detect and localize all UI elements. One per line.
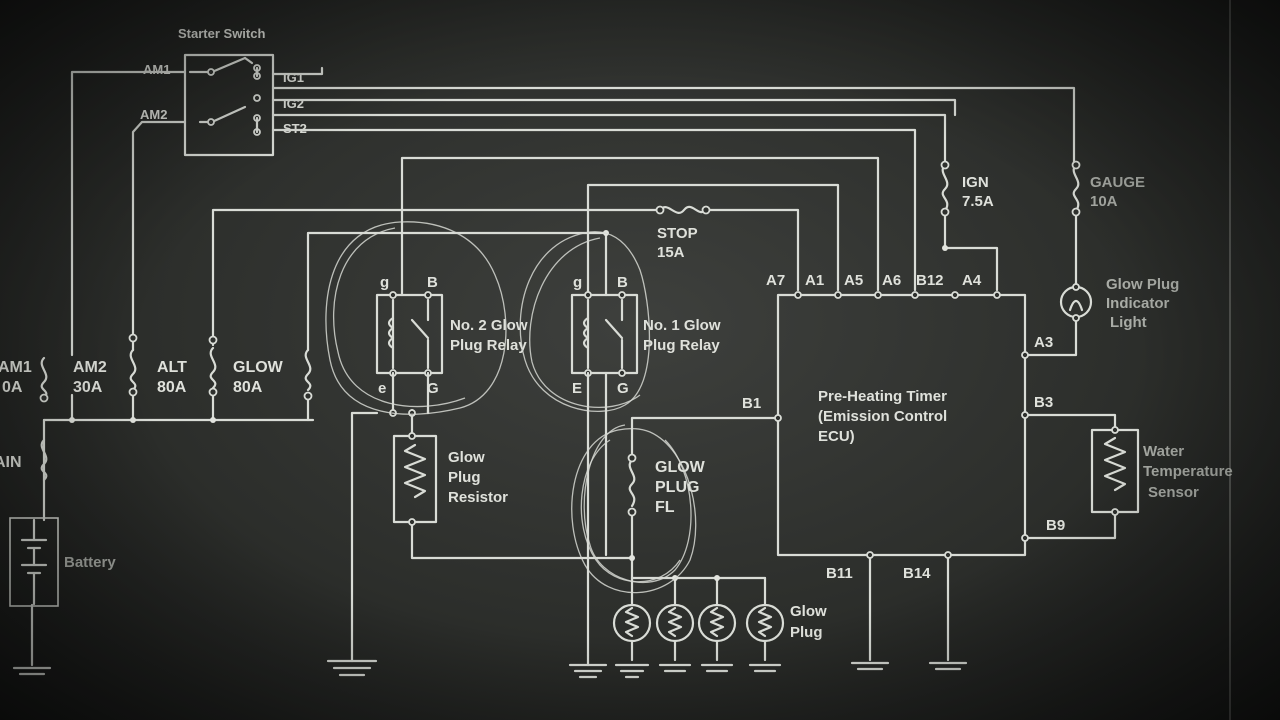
fuse-alt-label: ALT <box>157 359 187 376</box>
fuse-am2-rating: 30A <box>73 379 103 396</box>
fuse-stop-rating: 15A <box>657 244 685 261</box>
indicator-label-2: Indicator <box>1106 295 1170 312</box>
starter-switch <box>183 53 275 157</box>
ecu-pin-a4: A4 <box>962 272 982 289</box>
ecu-pin-a6: A6 <box>882 272 901 289</box>
fuse-am2-label: AM2 <box>73 359 107 376</box>
ground-symbols <box>12 653 968 679</box>
fuse-glow-fl-line3: FL <box>655 499 675 516</box>
ecu-label-2: (Emission Control <box>818 408 947 425</box>
fuse-glow-rating: 80A <box>233 379 263 396</box>
ecu-box <box>774 291 1029 559</box>
fuse-am1-label: AM1 <box>0 359 32 376</box>
battery-label: Battery <box>64 554 116 571</box>
wiring <box>30 66 1117 667</box>
battery-symbol <box>9 517 59 607</box>
ecu-pin-a7: A7 <box>766 272 785 289</box>
fuse-gauge-rating: 10A <box>1090 193 1118 210</box>
sensor-label-3: Sensor <box>1148 484 1199 501</box>
resistor-label-2: Plug <box>448 469 481 486</box>
ecu-pin-a1: A1 <box>805 272 824 289</box>
ecu-pin-a3: A3 <box>1034 334 1053 351</box>
fuse-am1-rating: 0A <box>2 379 23 396</box>
relay-1-pin-gg: G <box>617 380 629 397</box>
fuse-glow-fl-line2: PLUG <box>655 479 699 496</box>
ecu-pin-b9: B9 <box>1046 517 1065 534</box>
relay-2-label-2: Plug Relay <box>450 337 527 354</box>
fuse-ign-rating: 7.5A <box>962 193 994 210</box>
sensor-label-2: Temperature <box>1143 463 1233 480</box>
terminal-am1: AM1 <box>143 62 170 77</box>
fuse-symbols <box>40 163 1080 508</box>
relay-2-symbol <box>375 291 444 417</box>
indicator-label-1: Glow Plug <box>1106 276 1179 293</box>
ecu-label-3: ECU) <box>818 428 855 445</box>
relay-1-pin-e: E <box>572 380 582 397</box>
indicator-light-symbol <box>1059 283 1093 322</box>
ecu-label-1: Pre-Heating Timer <box>818 388 947 405</box>
fuse-alt-rating: 80A <box>157 379 187 396</box>
resistor-label-3: Resistor <box>448 489 508 506</box>
glow-plug-resistor-symbol <box>392 432 438 526</box>
ecu-pin-b12: B12 <box>916 272 944 289</box>
relay-1-label-1: No. 1 Glow <box>643 317 721 334</box>
ecu-pin-b11: B11 <box>826 565 853 582</box>
terminal-st2: ST2 <box>283 121 307 136</box>
relay-2-pin-g: g <box>380 274 389 291</box>
water-temp-sensor-symbol <box>1090 426 1140 516</box>
fuse-main-label: AIN <box>0 454 22 471</box>
fuse-stop-label: STOP <box>657 225 698 242</box>
glow-plug-symbols <box>612 603 785 662</box>
fuse-terminals <box>39 160 1081 517</box>
ecu-pin-b14: B14 <box>903 565 931 582</box>
terminal-ig1: IG1 <box>283 70 304 85</box>
glow-plug-label-2: Plug <box>790 624 823 641</box>
fuse-ign-label: IGN <box>962 174 989 191</box>
resistor-label-1: Glow <box>448 449 485 466</box>
glow-plug-label-1: Glow <box>790 603 827 620</box>
relay-1-pin-b: B <box>617 274 628 291</box>
relay-2-pin-gg: G <box>427 380 439 397</box>
relay-2-pin-e: e <box>378 380 386 397</box>
relay-1-pin-g: g <box>573 274 582 291</box>
ecu-pin-b1: B1 <box>742 395 761 412</box>
relay-2-pin-b: B <box>427 274 438 291</box>
terminal-ig2: IG2 <box>283 96 304 111</box>
indicator-label-3: Light <box>1110 314 1147 331</box>
starter-switch-title: Starter Switch <box>178 26 265 41</box>
fuse-glow-label: GLOW <box>233 359 284 376</box>
relay-1-label-2: Plug Relay <box>643 337 720 354</box>
fuse-gauge-label: GAUGE <box>1090 174 1145 191</box>
sensor-label-1: Water <box>1143 443 1184 460</box>
ecu-pin-a5: A5 <box>844 272 863 289</box>
relay-2-label-1: No. 2 Glow <box>450 317 528 334</box>
ecu-pin-b3: B3 <box>1034 394 1053 411</box>
terminal-am2: AM2 <box>140 107 167 122</box>
